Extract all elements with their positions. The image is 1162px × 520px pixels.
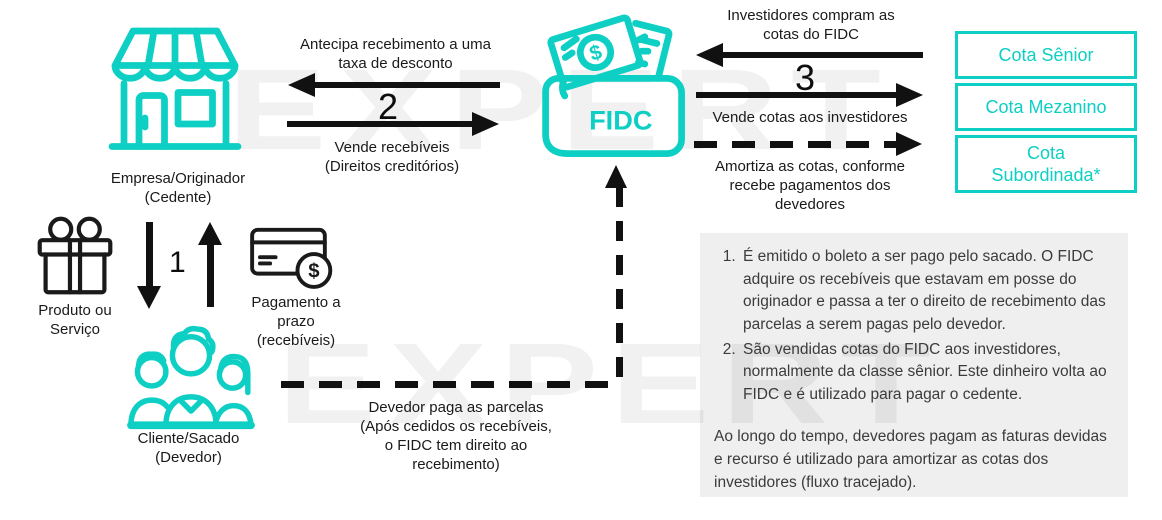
notes-footer: Ao longo do tempo, devedores pagam as fa… [714,428,1107,491]
payment-label: Pagamento a prazo (recebíveis) [251,294,341,349]
flow1-down-arrow [137,222,161,309]
dashed-flow-label: Devedor paga as parcelas (Após cedidos o… [360,399,552,473]
flow3-top-label: Investidores compram as cotas do FIDC [727,7,895,43]
flow2-number: 2 [378,86,399,127]
dollar-glyph: $ [308,261,320,283]
people-icon [127,325,255,430]
dollar-glyph: $ [587,40,605,66]
flow2-left-arrow [288,73,500,97]
debtor-label: Cliente/Sacado (Devedor) [137,430,240,466]
originator-label: Empresa/Originador (Cedente) [110,170,246,206]
notes-box: É emitido o boleto a ser pago pelo sacad… [700,233,1128,497]
credit-card-icon: $ [250,227,333,289]
amortize-dashed-arrow [694,132,922,156]
debtor-dashed-line-vertical [616,187,623,383]
quota-box-mezanino: Cota Mezanino [955,83,1137,131]
debtor-dashed-arrowhead [605,165,627,188]
flow3-right-arrow [696,83,923,107]
amortize-label: Amortiza as cotas, conforme recebe pagam… [714,158,906,213]
notes-box-background [700,233,1128,497]
flow1-number: 1 [169,246,186,279]
quota-stack: Cota Sênior Cota Mezanino Cota Subordina… [955,31,1137,197]
flow1-up-arrow [198,222,222,307]
quota-box-senior: Cota Sênior [955,31,1137,79]
flow3-mid-label: Vende cotas aos investidores [712,109,908,126]
gift-icon [37,216,113,295]
quota-box-subordinada: Cota Subordinada* [955,135,1137,193]
notes-list: É emitido o boleto a ser pago pelo sacad… [714,246,1118,406]
flow3-number: 3 [795,57,816,98]
notes-item-2: São vendidas cotas do FIDC aos investido… [740,339,1118,407]
flow2-right-arrow [287,112,499,136]
product-service-label: Produto ou Serviço [38,302,112,338]
flow2-top-label: Antecipa recebimento a uma taxa de desco… [300,36,491,72]
notes-item-1: É emitido o boleto a ser pago pelo sacad… [740,246,1118,337]
flow3-left-arrow [696,43,923,67]
store-icon [108,27,242,150]
debtor-dashed-line-horizontal [281,381,622,388]
flow2-bottom-label: Vende recebíveis (Direitos creditórios) [324,139,460,175]
fidc-label: FIDC [589,105,652,136]
fidc-wallet-icon: $ FIDC [542,14,685,157]
